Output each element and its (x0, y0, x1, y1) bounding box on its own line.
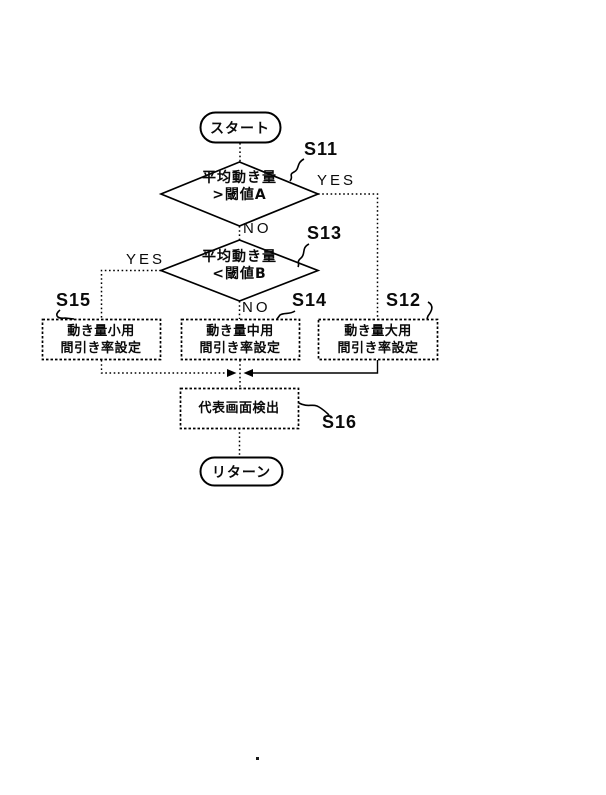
decision-s13-line1: 平均動き量 (202, 249, 277, 265)
process-s15-shape (41, 318, 162, 361)
step-label-s13: S13 (307, 223, 343, 243)
process-s15-line2: 間引き率設定 (60, 340, 142, 356)
decision-s11-line1: 平均動き量 (202, 170, 277, 186)
process-s14-text: 動き量中用 間引き率設定 (181, 319, 299, 360)
merge-arrow-right (243, 369, 253, 377)
process-s16-line1: 代表画面検出 (198, 400, 280, 416)
connector-s12-to-merge (253, 360, 379, 374)
process-s15-text: 動き量小用 間引き率設定 (42, 319, 160, 360)
decision-s13-text: 平均動き量 <閾値B (161, 249, 318, 283)
merge-arrow-left (227, 369, 237, 377)
leader-s11 (289, 158, 305, 182)
decision-s11-line2: >閾値A (212, 187, 267, 203)
process-s14-line2: 間引き率設定 (199, 340, 281, 356)
step-label-s15: S15 (56, 290, 92, 310)
leader-s15 (56, 309, 75, 320)
process-s12-line1: 動き量大用 (344, 323, 412, 339)
leader-s12 (426, 301, 433, 320)
step-label-s14: S14 (292, 290, 328, 310)
scan-speck-dot (256, 757, 259, 760)
process-s12-text: 動き量大用 間引き率設定 (318, 319, 438, 360)
branch-yes-s13: YES (126, 251, 166, 268)
branch-no-s13: NO (242, 299, 271, 316)
process-s12-line2: 間引き率設定 (337, 340, 419, 356)
process-s16-text: 代表画面検出 (180, 388, 298, 428)
start-terminator-shape (199, 111, 282, 144)
leader-s14 (276, 310, 296, 320)
process-s14-shape (180, 318, 301, 361)
connector-s13-yes (100, 269, 161, 319)
connector-s15-to-merge (100, 360, 227, 374)
decision-s13-line2: <閾値B (212, 266, 267, 282)
end-terminator-shape (199, 456, 284, 487)
leader-s16 (298, 402, 330, 416)
leader-s13 (297, 243, 310, 268)
end-terminator-label: リターン (211, 464, 272, 481)
connector-s11-yes (318, 193, 379, 319)
branch-yes-s11: YES (317, 172, 357, 189)
step-label-s12: S12 (386, 290, 422, 310)
decision-s11-text: 平均動き量 >閾値A (161, 170, 318, 204)
process-s14-line1: 動き量中用 (206, 323, 274, 339)
process-s15-line1: 動き量小用 (67, 323, 135, 339)
process-s12-shape (317, 318, 439, 361)
step-label-s11: S11 (304, 139, 339, 159)
start-terminator-label: スタート (210, 120, 270, 137)
step-label-s16: S16 (322, 412, 358, 432)
branch-no-s11: NO (243, 220, 272, 237)
